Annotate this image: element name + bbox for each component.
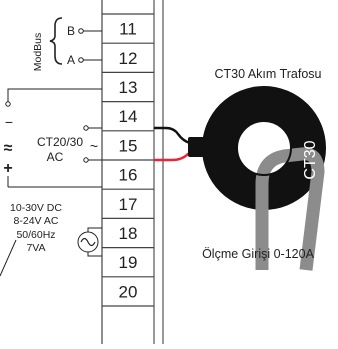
power-line2: 8-24V AC — [14, 215, 59, 227]
modbus-group: ModBus B A — [32, 17, 102, 72]
terminal-number-12: 12 — [119, 49, 138, 68]
tilde-symbol: ~ — [90, 138, 98, 154]
warning-triangle-edge — [0, 239, 17, 277]
terminal-13-dot — [5, 101, 11, 107]
modbus-b-label: B — [67, 24, 75, 38]
modbus-label: ModBus — [32, 33, 44, 72]
plus-sign: + — [3, 160, 12, 177]
terminal-number-20: 20 — [119, 282, 138, 301]
ct30-body-label: CT30 — [302, 140, 319, 179]
ct30-hole-rim — [236, 120, 292, 176]
terminal-number-17: 17 — [119, 195, 138, 214]
terminal-number-14: 14 — [119, 107, 138, 126]
minus-sign: − — [5, 114, 13, 130]
ct-input-label-line1: CT20/30 — [37, 135, 83, 149]
ac-source-wave — [80, 237, 96, 247]
terminal-number-19: 19 — [119, 253, 138, 272]
ct-input-label-line2: AC — [47, 150, 64, 164]
terminal-14-dot — [83, 125, 89, 131]
power-line1: 10-30V DC — [10, 202, 62, 214]
terminal-13-lead — [7, 88, 102, 102]
modbus-brace — [49, 17, 63, 65]
modbus-a-label: A — [67, 53, 75, 67]
power-supply-group: 10-30V DC 8-24V AC 50/60Hz 7VA — [0, 202, 102, 277]
power-leads — [87, 227, 102, 257]
power-line4: 7VA — [26, 242, 45, 254]
ct30-title: CT30 Akım Trafosu — [215, 67, 322, 81]
measurement-caption: Ölçme Girişi 0-120A — [202, 247, 314, 261]
terminal-number-11: 11 — [119, 20, 137, 39]
terminal-number-15: 15 — [119, 136, 138, 155]
ac-symbol: ≈ — [4, 140, 13, 157]
terminal-block: 11 12 13 14 15 16 17 18 19 20 — [101, 0, 154, 344]
modbus-b-terminal-dot — [78, 28, 84, 34]
power-line3: 50/60Hz — [16, 229, 55, 241]
terminal-number-18: 18 — [119, 224, 138, 243]
terminal-number-16: 16 — [119, 166, 138, 185]
ct30-transformer: CT30 CT30 Akım Trafosu Ölçme Girişi 0-12… — [154, 67, 326, 271]
terminal-number-13: 13 — [119, 78, 138, 97]
ct-input-group: − ≈ + CT20/30 AC ~ — [3, 88, 102, 188]
terminal-15-dot — [83, 157, 89, 163]
black-wire — [154, 126, 204, 145]
modbus-a-terminal-dot — [78, 57, 84, 63]
